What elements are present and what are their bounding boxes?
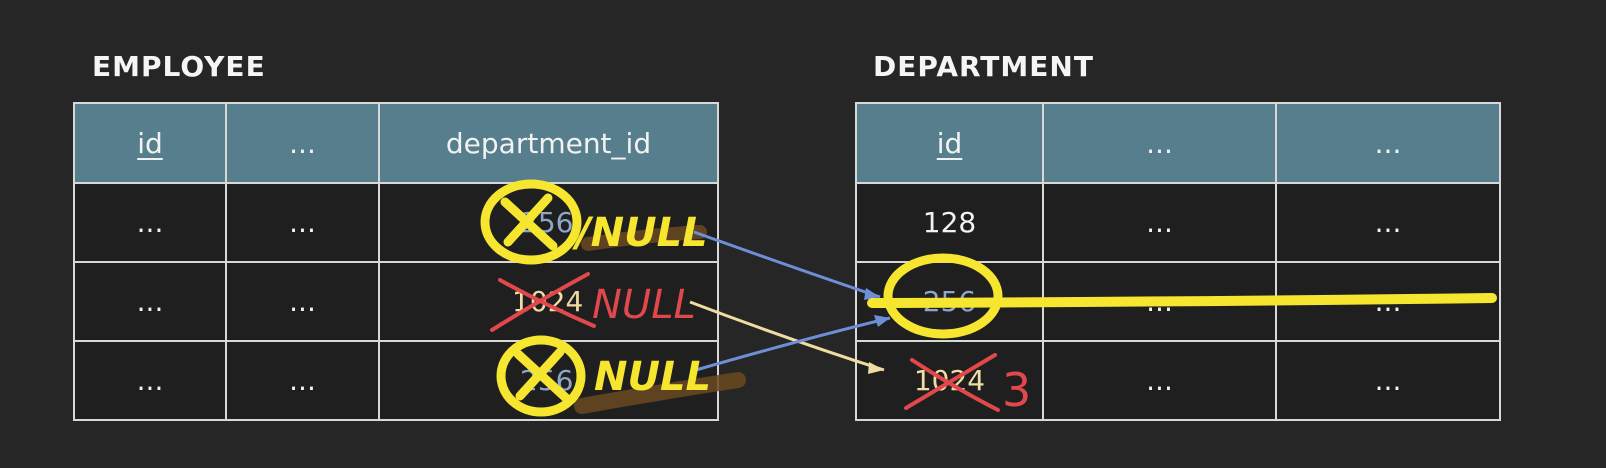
department-cell: ... bbox=[1042, 182, 1277, 263]
employee-col-ellipsis: ... bbox=[225, 102, 380, 184]
employee-col-id: id bbox=[73, 102, 227, 184]
employee-dept-value: 256 bbox=[520, 206, 574, 239]
employee-dept-cell: 256 bbox=[378, 340, 719, 421]
department-header-row: id ... ... bbox=[855, 102, 1501, 184]
arrow-line bbox=[693, 230, 881, 299]
department-cell: ... bbox=[1042, 261, 1277, 342]
employee-col-id-label: id bbox=[137, 126, 163, 160]
table-row: 128 ... ... bbox=[855, 182, 1501, 263]
table-row: 1024 ... ... bbox=[855, 340, 1501, 421]
department-col-ellipsis: ... bbox=[1042, 102, 1277, 184]
department-table: id ... ... 128 ... ... 256 ... ... 1024 … bbox=[855, 102, 1501, 421]
employee-cell: ... bbox=[225, 261, 380, 342]
table-row: ... ... 1024 bbox=[73, 261, 719, 342]
employee-cell: ... bbox=[73, 182, 227, 263]
employee-cell: ... bbox=[225, 182, 380, 263]
employee-dept-cell: 1024 bbox=[378, 261, 719, 342]
employee-cell: ... bbox=[73, 261, 227, 342]
department-id-cell: 1024 bbox=[855, 340, 1044, 421]
employee-table-title: EMPLOYEE bbox=[92, 50, 266, 83]
table-row: 256 ... ... bbox=[855, 261, 1501, 342]
employee-cell: ... bbox=[73, 340, 227, 421]
employee-cell: ... bbox=[225, 340, 380, 421]
employee-header-row: id ... department_id bbox=[73, 102, 719, 184]
department-id-value: 1024 bbox=[913, 364, 986, 397]
employee-col-department-id: department_id bbox=[378, 102, 719, 184]
employee-dept-value: 1024 bbox=[512, 285, 584, 318]
department-id-cell: 256 bbox=[855, 261, 1044, 342]
department-cell: ... bbox=[1042, 340, 1277, 421]
department-col-id-label: id bbox=[936, 126, 963, 160]
employee-table: id ... department_id ... ... 256 ... ...… bbox=[73, 102, 719, 421]
table-row: ... ... 256 bbox=[73, 340, 719, 421]
department-cell: ... bbox=[1275, 261, 1501, 342]
department-cell: ... bbox=[1275, 340, 1501, 421]
department-cell: ... bbox=[1275, 182, 1501, 263]
table-row: ... ... 256 bbox=[73, 182, 719, 263]
department-col-id: id bbox=[855, 102, 1044, 184]
department-table-title: DEPARTMENT bbox=[873, 50, 1094, 83]
employee-dept-value: 256 bbox=[520, 364, 574, 397]
department-col-ellipsis: ... bbox=[1275, 102, 1501, 184]
department-id-cell: 128 bbox=[855, 182, 1044, 263]
employee-dept-cell: 256 bbox=[378, 182, 719, 263]
department-id-value: 256 bbox=[922, 285, 977, 318]
